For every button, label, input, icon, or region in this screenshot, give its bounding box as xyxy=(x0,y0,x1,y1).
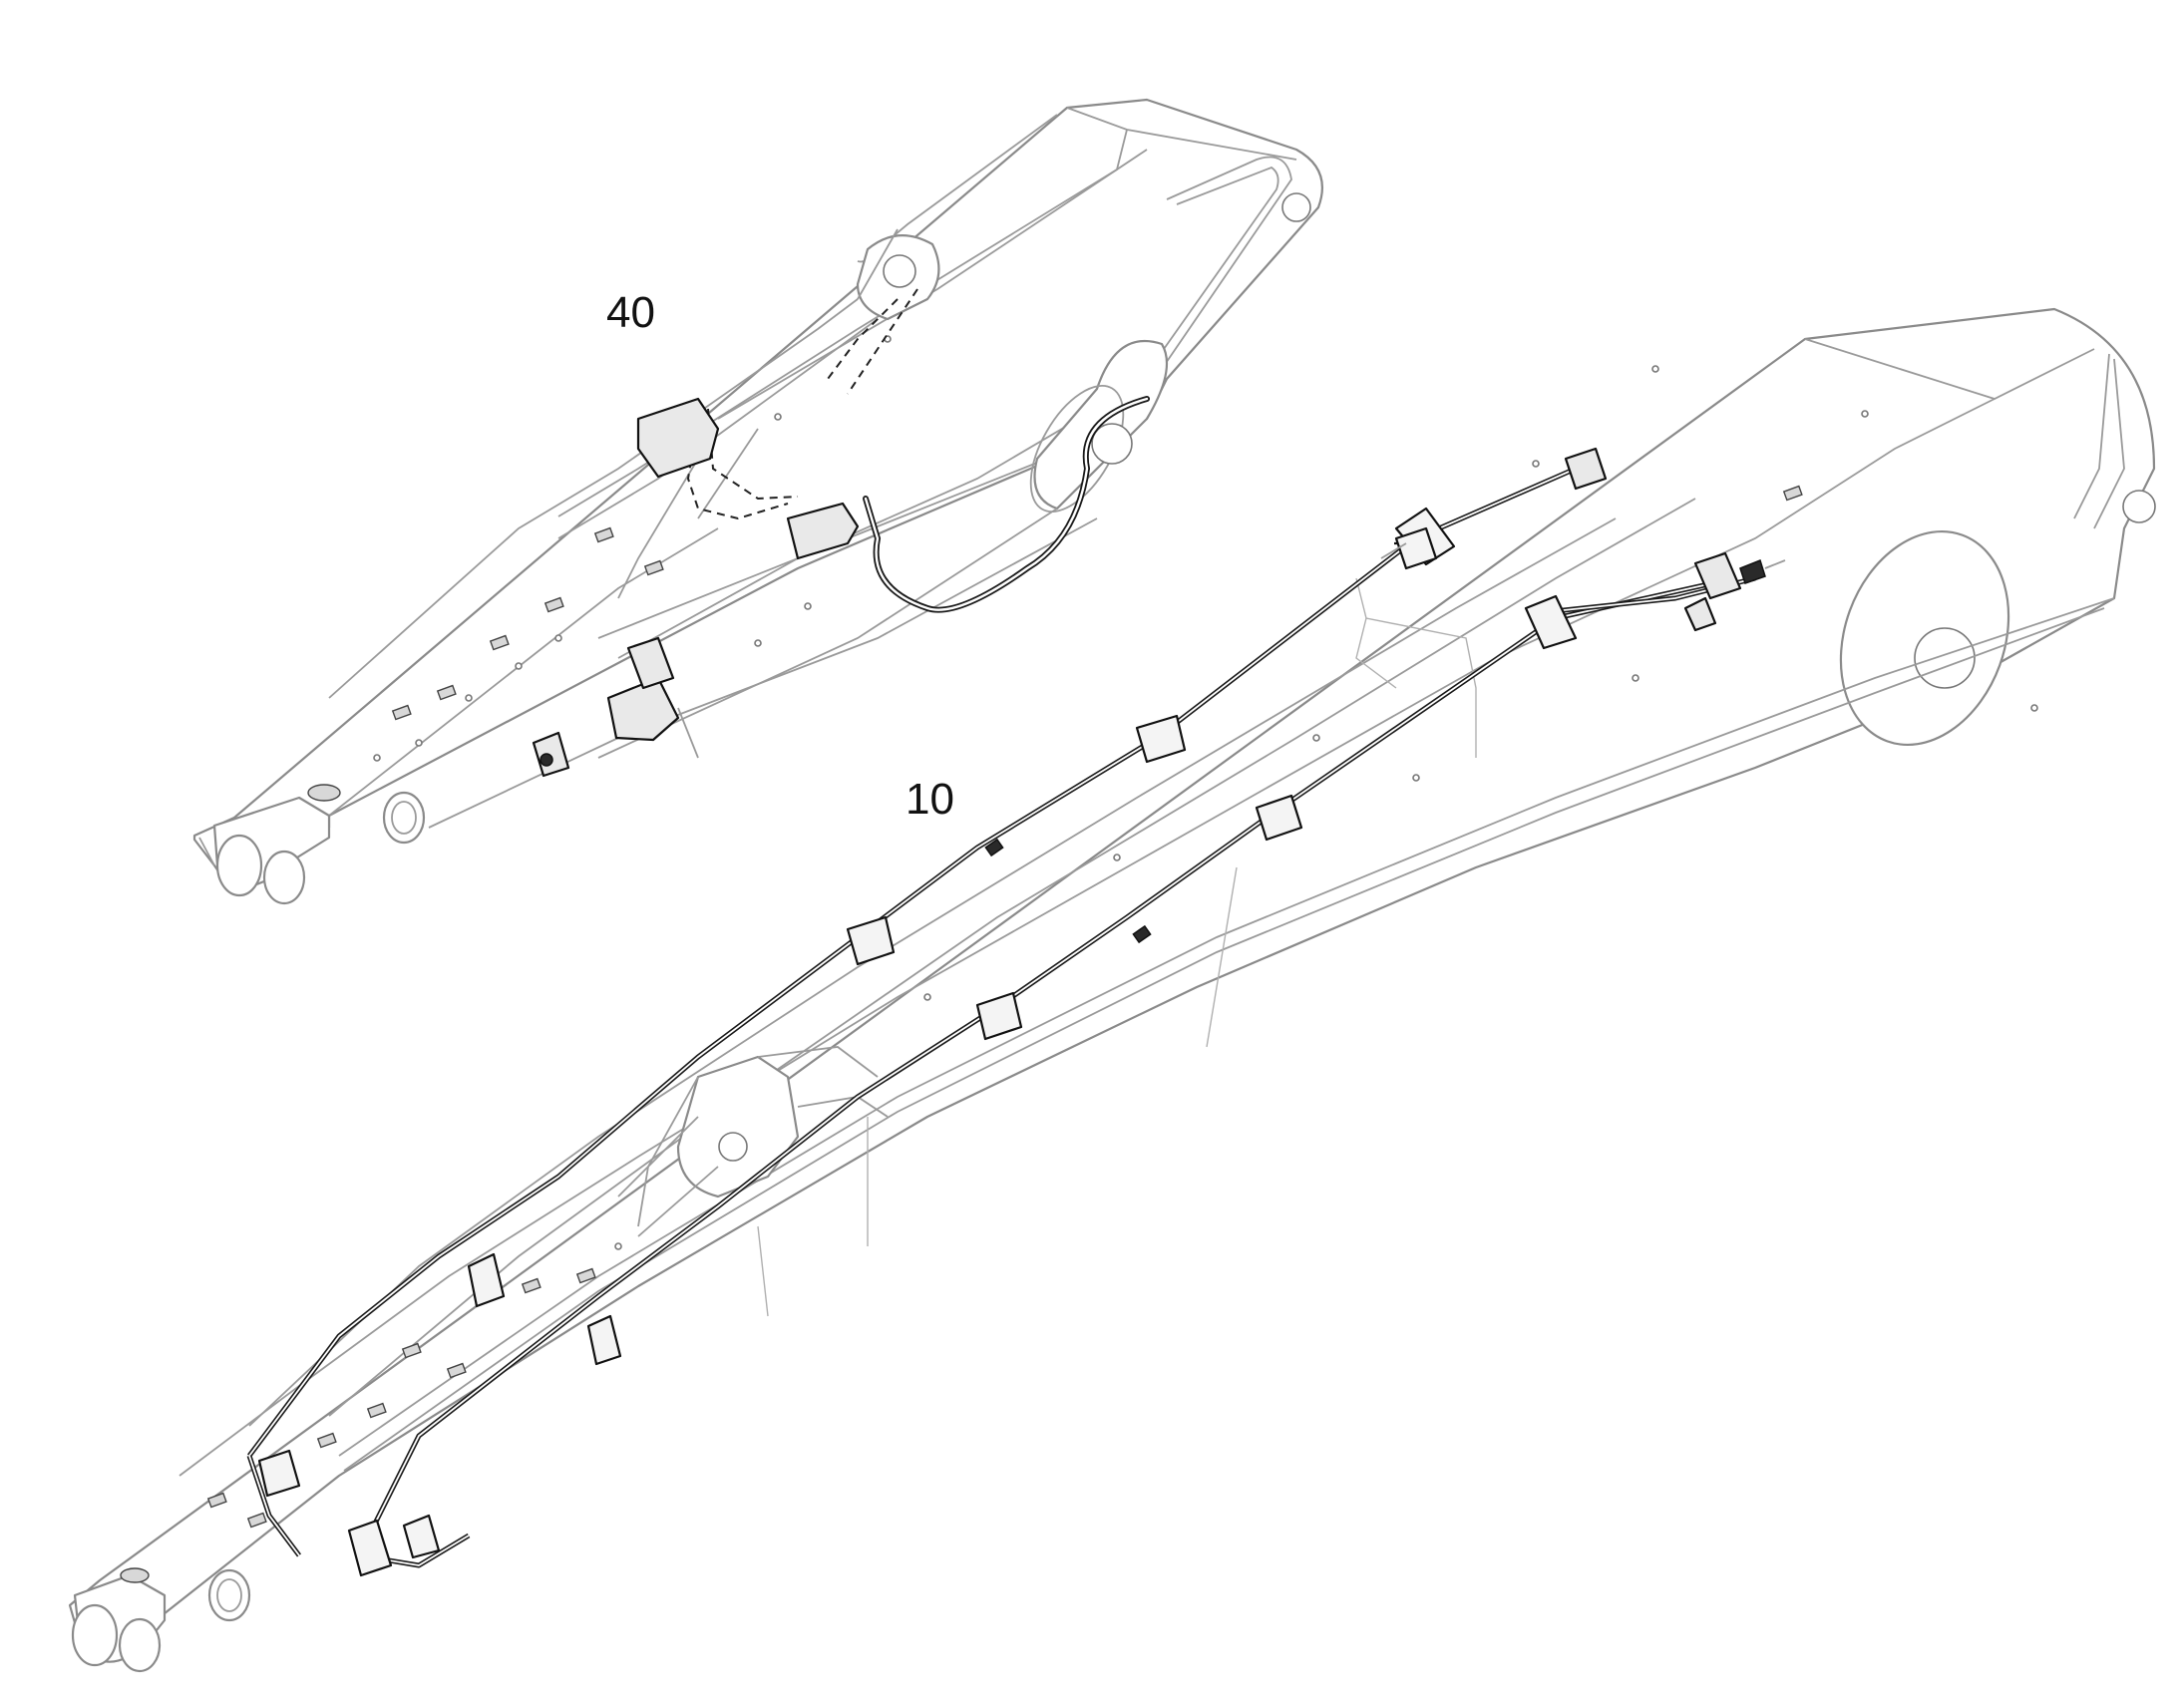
lower-arm-body xyxy=(68,307,2156,1673)
lower-arm-tubes xyxy=(246,447,1786,1577)
upper-arm-hoses xyxy=(532,288,1150,778)
upper-arm-body xyxy=(192,98,1323,905)
callout-label-40: 40 xyxy=(606,288,655,337)
callout-label-10: 10 xyxy=(906,775,954,824)
